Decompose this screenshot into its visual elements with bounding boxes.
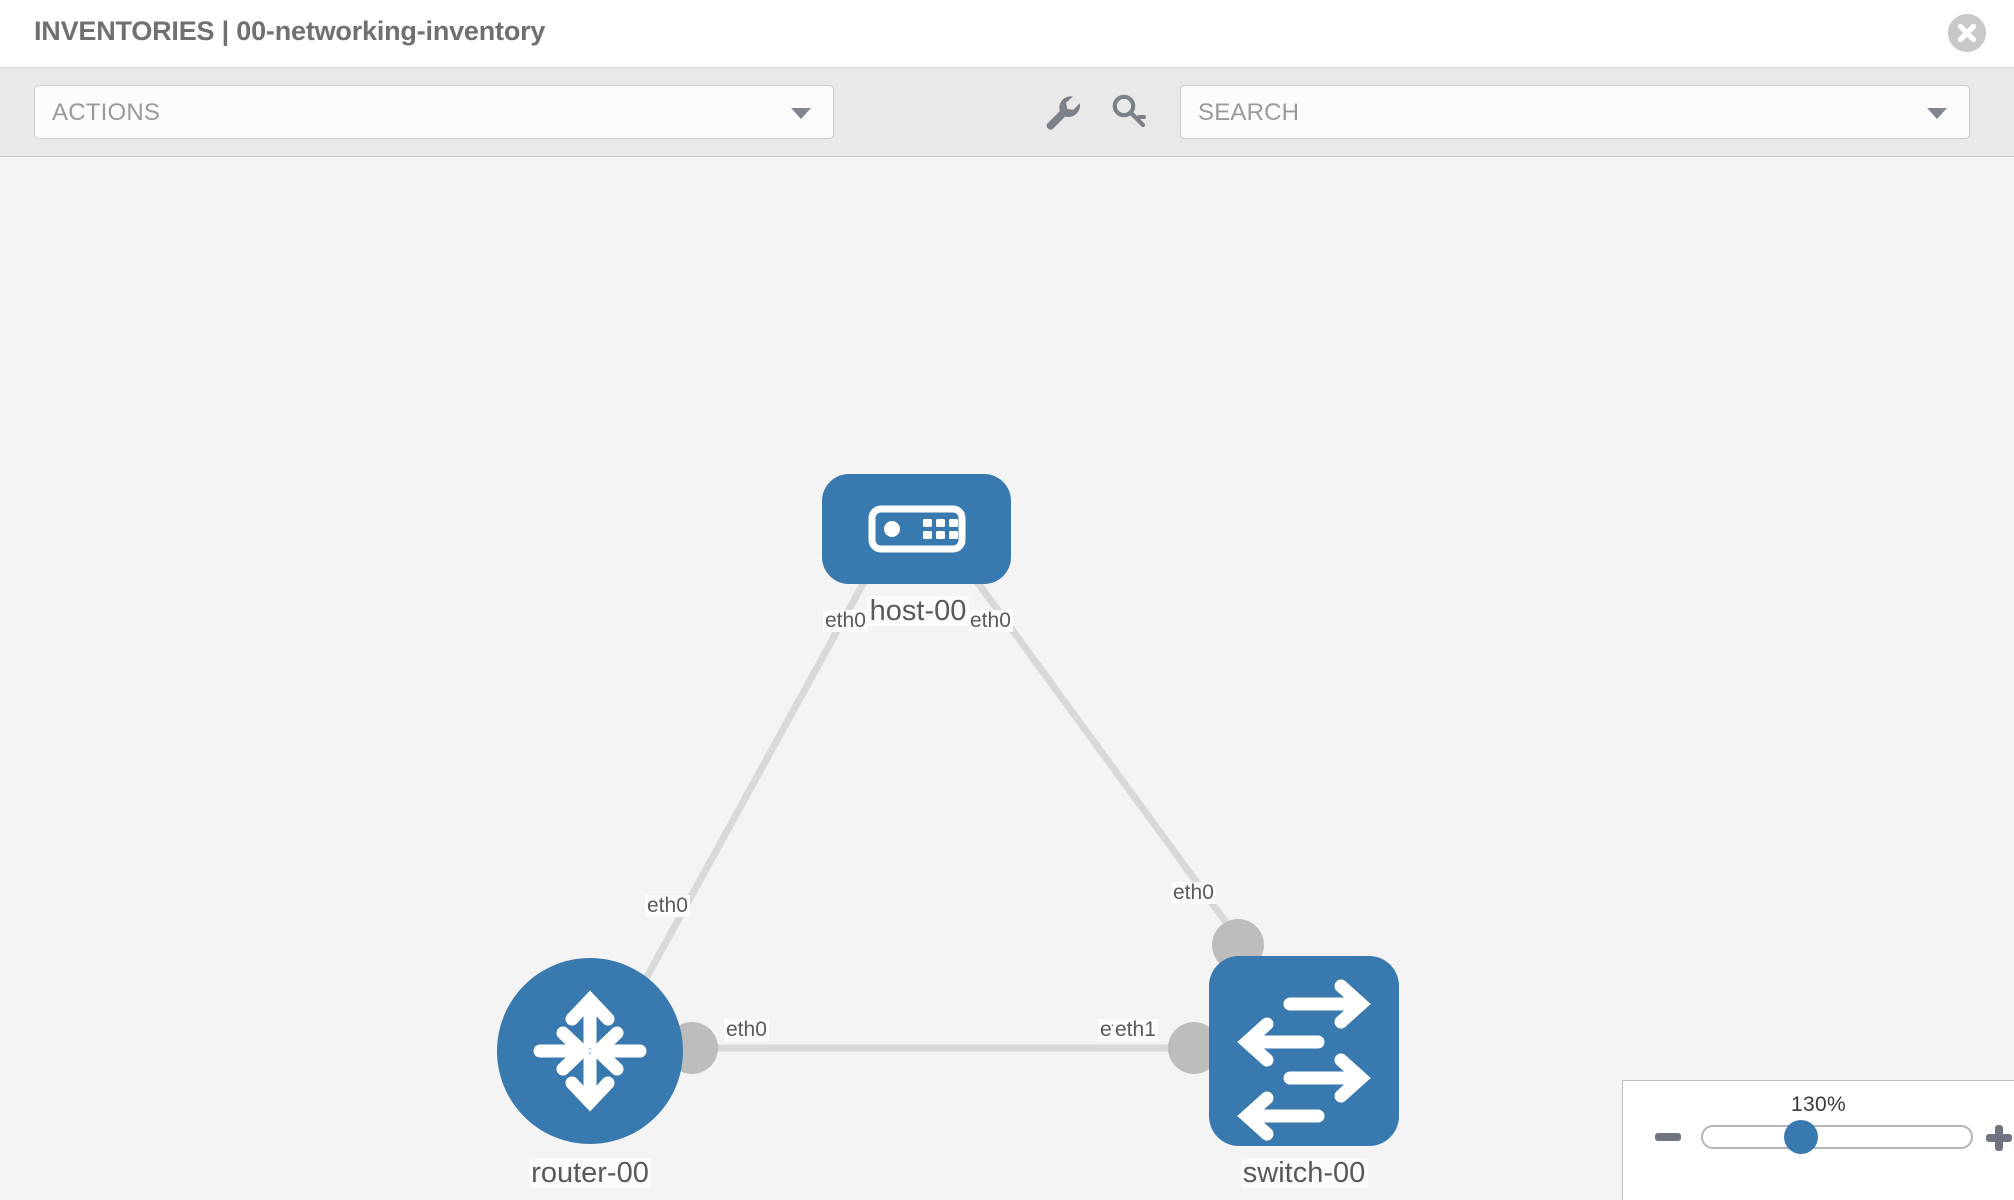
minus-icon[interactable]: [1655, 1133, 1681, 1141]
topology-canvas[interactable]: host-00 router-00 switch-00 eth0 eth0 et…: [0, 158, 2014, 1200]
key-icon[interactable]: [1108, 90, 1150, 132]
iface-label-router00-eth0-uplink: eth0: [645, 894, 690, 918]
zoom-slider-thumb[interactable]: [1784, 1120, 1818, 1154]
chevron-down-icon: [791, 108, 811, 119]
actions-dropdown-label: ACTIONS: [52, 99, 161, 126]
zoom-control-panel: 130%: [1622, 1080, 2014, 1200]
iface-label-router00-eth0: eth0: [724, 1018, 769, 1042]
title-bar: INVENTORIES | 00-networking-inventory: [0, 0, 2014, 68]
node-label-switch-00: switch-00: [1240, 1157, 1368, 1189]
topology-graph: [497, 474, 1399, 1146]
chevron-down-icon: [1927, 108, 1947, 119]
node-router-00[interactable]: [497, 958, 683, 1144]
search-placeholder: SEARCH: [1198, 99, 1300, 126]
actions-dropdown[interactable]: ACTIONS: [34, 85, 834, 139]
close-icon[interactable]: [1948, 14, 1986, 52]
plus-icon[interactable]: [1986, 1125, 2012, 1151]
toolbar: ACTIONS SEARCH: [0, 68, 2014, 157]
iface-label-host00-eth0-right: eth0: [968, 609, 1013, 633]
zoom-percent-label: 130%: [1791, 1093, 1846, 1116]
zoom-slider-track[interactable]: [1701, 1125, 1973, 1149]
search-input[interactable]: SEARCH: [1180, 85, 1970, 139]
node-label-router-00: router-00: [529, 1157, 651, 1189]
node-label-host-00: host-00: [867, 595, 969, 627]
page-title: INVENTORIES | 00-networking-inventory: [34, 16, 546, 46]
node-switch-00[interactable]: [1209, 956, 1399, 1146]
wrench-icon[interactable]: [1040, 90, 1082, 132]
iface-label-host00-eth0-left: eth0: [823, 609, 868, 633]
node-host-00[interactable]: [822, 474, 1011, 584]
port-switch00-eth1[interactable]: [1168, 1022, 1220, 1074]
iface-label-switch00-eth1: eth1: [1113, 1018, 1158, 1042]
iface-label-switch00-eth0-uplink: eth0: [1171, 881, 1216, 905]
